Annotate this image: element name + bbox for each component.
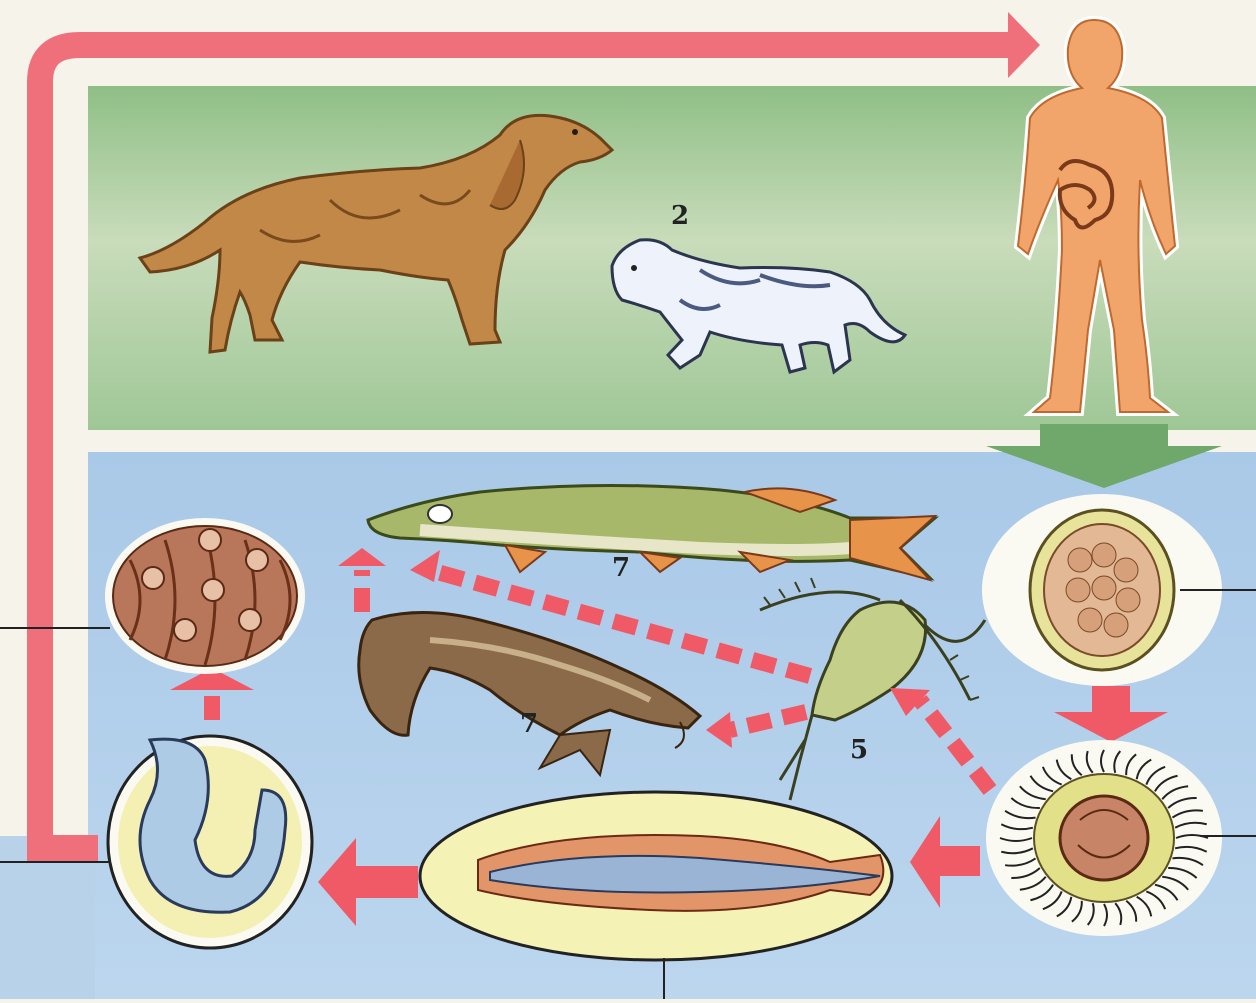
coracidium-icon — [986, 740, 1222, 936]
procercoid-icon — [420, 792, 892, 960]
muscle-cysts-icon — [105, 518, 305, 674]
label-copepod: 5 — [850, 735, 868, 765]
label-pike: 7 — [612, 553, 630, 583]
label-burbot: 7 — [520, 709, 538, 739]
label-cat: 2 — [671, 201, 689, 231]
plerocercoid-icon — [108, 736, 312, 948]
